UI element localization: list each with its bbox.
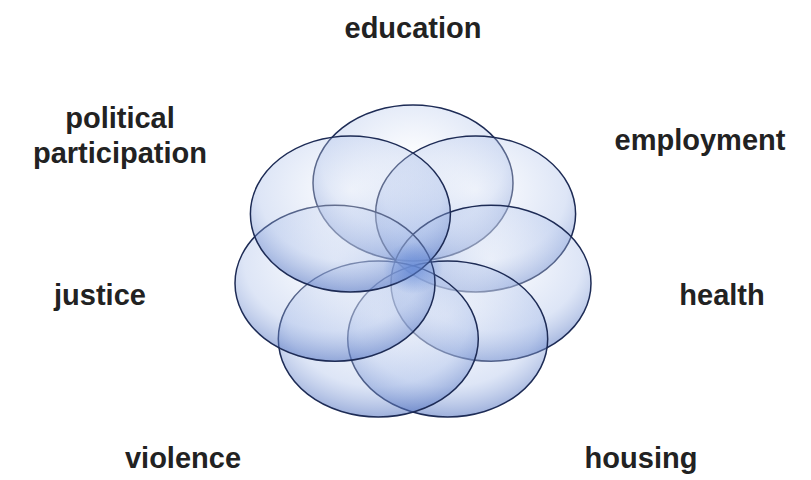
category-label: violence xyxy=(125,441,241,476)
circle-group xyxy=(235,105,591,417)
category-label: housing xyxy=(585,441,698,476)
category-label: political participation xyxy=(5,101,235,171)
category-label: education xyxy=(345,11,482,46)
category-label: justice xyxy=(54,278,146,313)
center-glow xyxy=(383,242,443,294)
category-label: employment xyxy=(615,123,786,158)
category-label: health xyxy=(679,278,764,313)
